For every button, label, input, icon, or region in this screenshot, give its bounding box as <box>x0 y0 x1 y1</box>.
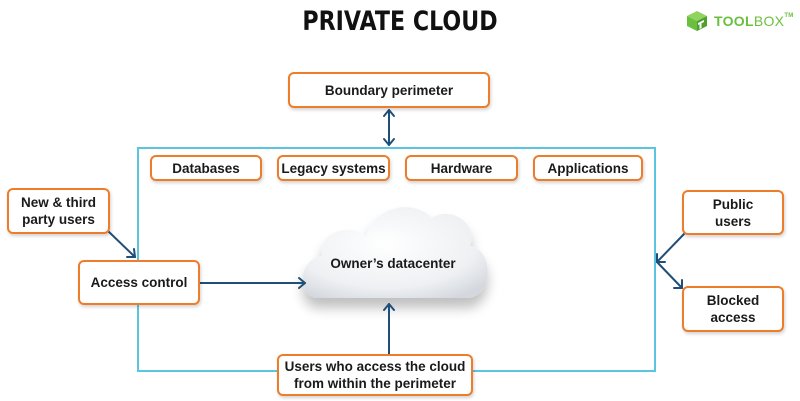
access-control-arrow <box>199 277 306 289</box>
cloud-shape <box>302 207 488 298</box>
boundary-perimeter-box: Boundary perimeter <box>288 72 490 108</box>
toolbox-logo: TOOLBOXTM <box>686 10 794 32</box>
boundary-double-arrow <box>383 109 395 146</box>
logo-text: TOOLBOXTM <box>714 13 794 29</box>
resource-databases-box: Databases <box>150 155 262 181</box>
toolbox-cube-icon <box>687 11 707 31</box>
resource-hardware-box: Hardware <box>405 155 518 181</box>
resource-legacy-systems-box: Legacy systems <box>277 155 390 181</box>
blocked-access-arrow <box>656 261 683 289</box>
access-control-box: Access control <box>78 260 200 305</box>
diagram-title: PRIVATE CLOUD <box>302 6 498 37</box>
new-users-arrow <box>107 230 136 258</box>
internal-users-arrow <box>383 303 395 357</box>
public-users-arrow <box>656 233 685 263</box>
datacenter-label: Owner’s datacenter <box>330 256 456 271</box>
resource-applications-box: Applications <box>533 155 643 181</box>
